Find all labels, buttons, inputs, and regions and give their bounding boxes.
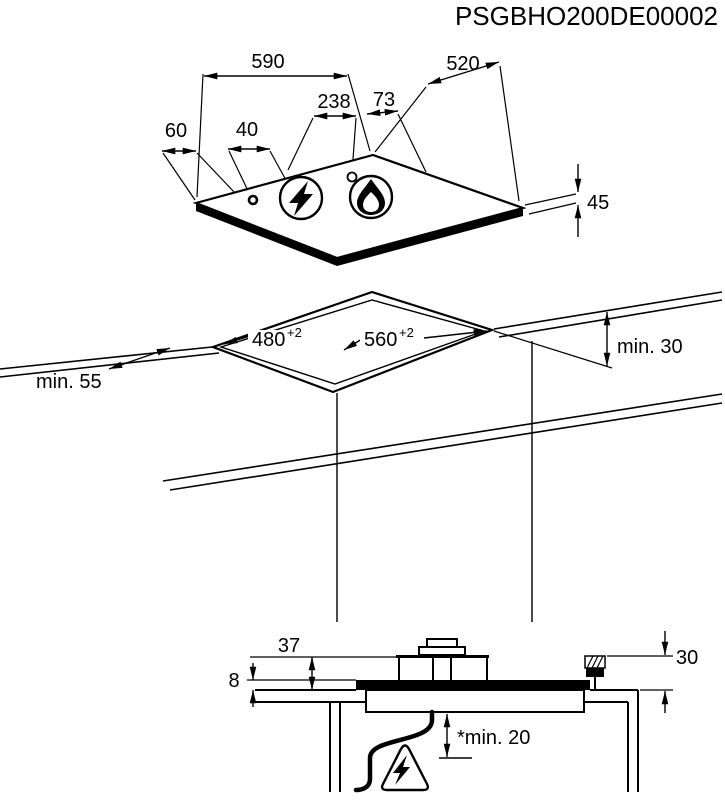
worktop-left-edge <box>0 346 213 370</box>
hob-top-view: 590 520 238 73 60 40 45 <box>162 51 609 266</box>
hob-right-edge <box>337 208 523 266</box>
cutout-depth-tolerance: +2 <box>287 325 302 340</box>
burner-edge-label: 73 <box>373 89 395 111</box>
extension-line <box>347 73 371 152</box>
extension-line <box>196 73 204 198</box>
worktop-cutout-view: 480 +2 560 +2 min. 55 min. 30 <box>0 290 723 622</box>
hob-glass-section <box>356 680 590 690</box>
gas-supply-pipe <box>353 709 435 793</box>
hazard-warning <box>380 744 430 792</box>
control-spacing-label: 40 <box>236 119 258 141</box>
thermocouple-mark <box>346 171 358 183</box>
connector-base <box>586 668 604 677</box>
extension-line <box>269 150 288 183</box>
cutout-depth-label: 480 <box>252 329 285 351</box>
hob-front-edge <box>196 203 337 266</box>
cutout-width-tolerance: +2 <box>399 325 414 340</box>
burner-edge-dim-line <box>366 108 399 117</box>
mains-connector <box>584 655 606 690</box>
hatch-line <box>591 655 599 669</box>
left-clearance-label: min. 55 <box>36 371 102 393</box>
label-mask <box>360 330 422 348</box>
cutout-width-label: 560 <box>364 329 397 351</box>
drawing-number: PSGBHO200DE00002 <box>455 1 718 31</box>
cutout-width-arrow <box>423 329 488 339</box>
extension-line <box>528 202 577 215</box>
pan-support-bar <box>396 655 489 658</box>
connector-height-label: 30 <box>676 647 698 669</box>
warning-lightning-icon <box>393 755 410 785</box>
hob-body-section <box>365 689 585 713</box>
section-view: 8 37 30 *min. 20 <box>228 631 698 793</box>
gas-burner-symbol <box>348 174 394 220</box>
left-offset-label: 60 <box>165 120 187 142</box>
hatch-line <box>586 655 594 669</box>
flame-icon-inner <box>363 192 379 212</box>
lightning-icon <box>289 181 313 216</box>
worktop-front-edge <box>169 402 723 491</box>
extension-line <box>499 65 520 202</box>
rear-clearance-label: min. 30 <box>617 336 683 358</box>
hob-depth-label: 520 <box>446 53 479 75</box>
under-clearance-label: *min. 20 <box>457 727 530 749</box>
burner-center-label: 238 <box>317 91 350 113</box>
depth-dim-line <box>427 61 500 85</box>
ignition-knob-mark <box>247 194 259 206</box>
hob-height-label: 45 <box>587 192 609 214</box>
extension-line <box>162 152 196 201</box>
extension-line <box>196 152 237 195</box>
hatch-line <box>596 655 604 669</box>
extension-line <box>287 117 314 171</box>
electric-burner-symbol <box>278 175 324 221</box>
burner-cap-lower <box>418 646 466 656</box>
cutout-edge-extension <box>493 330 613 369</box>
extension-line <box>228 150 251 196</box>
worktop-rear-edge <box>498 299 723 338</box>
extension-line <box>397 113 427 173</box>
hob-width-label: 590 <box>251 51 284 73</box>
grate-height-label: 37 <box>278 635 300 657</box>
cutout-depth-arrow <box>343 338 363 351</box>
label-mask <box>248 330 310 348</box>
worktop-front-edge <box>162 393 723 482</box>
worktop-rear-edge <box>493 291 723 330</box>
burner-cap-upper <box>426 638 458 648</box>
extension-line <box>524 193 577 206</box>
profile-height-label: 8 <box>228 670 239 692</box>
cutout-depth-arrow <box>223 335 251 345</box>
left-clearance-arrow <box>108 347 171 370</box>
